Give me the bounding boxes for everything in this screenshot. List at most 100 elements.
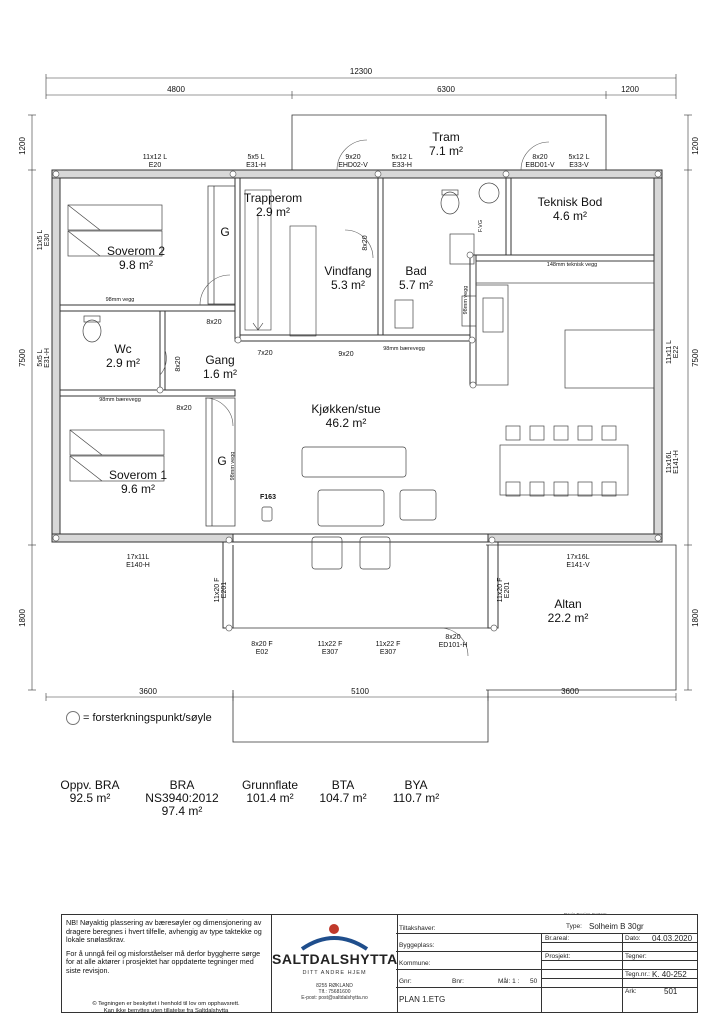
exterior-outlines <box>223 114 677 743</box>
closet-label-1: G <box>220 225 229 239</box>
prosjekt-label: Prosjekt: <box>545 953 571 960</box>
window-size-8: 5x5 L <box>37 349 44 366</box>
room-name-kjokken-stue: Kjøkken/stue <box>311 402 381 416</box>
window-code-12: E141-V <box>566 562 590 569</box>
window-size-4: 5x12 L <box>391 154 412 161</box>
wall-hatching <box>51 169 663 543</box>
dim-bottom-1: 3600 <box>139 687 157 696</box>
dato-label: Dato: <box>625 935 641 942</box>
door-label-4: 9x20 <box>338 351 353 358</box>
room-name-vindfang: Vindfang <box>324 264 371 278</box>
logo-mountain-icon <box>300 924 369 951</box>
dim-top-2: 6300 <box>437 85 455 94</box>
door-labels: 8x20 8x20 7x20 9x20 8x20 8x20 <box>175 235 369 412</box>
window-size-18: 8x20 <box>445 634 460 641</box>
area-bra: BRA NS3940:2012 97.4 m² <box>145 778 219 818</box>
room-area-kjokken-stue: 46.2 m² <box>326 416 367 430</box>
window-size-1: 11x12 L <box>143 154 167 161</box>
window-size-14: 11x20 F <box>497 578 504 603</box>
window-size-7: 11x5 L <box>37 230 44 251</box>
copyright: © Tegningen er beskyttet i henhold til l… <box>92 1001 240 1014</box>
dim-right-1: 1200 <box>691 137 700 155</box>
window-size-13: 11x20 F <box>214 578 221 603</box>
room-area-soverom-1: 9.6 m² <box>121 482 155 496</box>
post-icon <box>66 711 80 725</box>
window-code-8: E31-H <box>44 348 51 368</box>
room-name-trapperom: Trapperom <box>244 191 302 205</box>
room-name-gang: Gang <box>205 353 234 367</box>
door-label-6: 8x20 <box>176 405 191 412</box>
fireplace-label: F163 <box>260 494 276 501</box>
window-code-7: E30 <box>44 234 51 247</box>
area-bta: BTA 104.7 m² <box>319 778 367 805</box>
dim-top-1: 4800 <box>167 85 185 94</box>
window-size-16: 11x22 F <box>318 641 343 648</box>
legend: = forsterkningspunkt/søyle <box>66 711 212 725</box>
bnr-label: Bnr: <box>452 978 464 985</box>
window-code-4: E33-H <box>392 162 412 169</box>
room-area-wc: 2.9 m² <box>106 356 140 370</box>
wall-note-98mm-vert: 98mm vegg <box>463 286 469 315</box>
room-name-teknisk-bod: Teknisk Bod <box>538 195 603 209</box>
window-size-10: 11x16L <box>666 451 673 474</box>
window-code-14: E201 <box>504 582 511 598</box>
window-size-12: 17x16L <box>567 554 590 561</box>
dim-right-2: 7500 <box>691 349 700 367</box>
area-grunnflate: Grunnflate 101.4 m² <box>241 778 299 805</box>
byggeplass-label: Byggeplass: <box>399 942 435 949</box>
dimension-lines <box>28 74 692 701</box>
kommune-label: Kommune: <box>399 960 431 967</box>
room-area-trapperom: 2.9 m² <box>256 205 290 219</box>
title-notes: NB! Nøyaktig plassering av bæresøyler og… <box>66 918 266 981</box>
room-area-soverom-2: 9.8 m² <box>119 258 153 272</box>
room-name-altan: Altan <box>554 597 581 611</box>
wall-note-98mm-baerevegg: 98mm bærevegg <box>99 397 141 403</box>
window-code-9: E22 <box>673 346 680 359</box>
ark-value: 501 <box>664 987 678 996</box>
closets <box>205 185 236 527</box>
room-name-tram: Tram <box>432 130 460 144</box>
dim-total: 12300 <box>350 67 373 76</box>
window-code-17: E307 <box>380 649 396 656</box>
window-code-15: E02 <box>256 649 269 656</box>
window-labels: 11x12 L E20 5x5 L E31-H 9x20 EHD02-V 5x1… <box>37 154 680 656</box>
dim-left-2: 7500 <box>18 349 27 367</box>
tiltakshaver-label: Tiltakshaver: <box>399 925 436 932</box>
room-name-soverom-2: Soverom 2 <box>107 244 165 258</box>
area-summary: Oppv. BRA 92.5 m² BRA NS3940:2012 97.4 m… <box>50 779 470 829</box>
company-tagline: DITT ANDRE HJEM <box>302 970 367 976</box>
window-size-5: 8x20 <box>532 154 547 161</box>
doors <box>159 139 550 657</box>
post-markers <box>52 170 662 632</box>
ark-label: Ark: <box>625 988 637 995</box>
room-area-teknisk-bod: 4.6 m² <box>553 209 587 223</box>
wall-note-fvg: F.VG <box>478 220 484 232</box>
window-size-17: 11x22 F <box>376 641 401 648</box>
note-revision: For å unngå feil og misforståelser må de… <box>66 948 261 975</box>
dim-left-3: 1800 <box>18 609 27 627</box>
tegnnr-label: Tegn.nr.: <box>625 971 650 978</box>
title-block: NB! Nøyaktig plassering av bæresøyler og… <box>61 914 698 1014</box>
door-label-3: 7x20 <box>257 350 272 357</box>
window-code-16: E307 <box>322 649 338 656</box>
room-area-tram: 7.1 m² <box>429 144 463 158</box>
area-oppv-bra: Oppv. BRA 92.5 m² <box>60 778 120 805</box>
beds <box>67 204 165 482</box>
company-contact: 8255 RØKLAND Tlf.: 75681600 E-post: post… <box>301 983 368 1001</box>
room-name-bad: Bad <box>405 264 426 278</box>
scale-label: Mål: 1 : <box>498 978 520 985</box>
dim-right-3: 1800 <box>691 609 700 627</box>
scale-value: 50 <box>530 978 538 985</box>
room-name-soverom-1: Soverom 1 <box>109 468 167 482</box>
door-label-1: 8x20 <box>206 319 221 326</box>
door-label-2: 8x20 <box>362 235 369 250</box>
window-size-3: 9x20 <box>345 154 360 161</box>
window-size-15: 8x20 F <box>251 641 272 648</box>
tegner-label: Tegner: <box>625 953 647 960</box>
dato-value: 04.03.2020 <box>652 934 693 943</box>
stairs <box>244 189 317 337</box>
window-code-6: E33-V <box>569 162 589 169</box>
note-structural: NB! Nøyaktig plassering av bæresøyler og… <box>66 918 262 945</box>
room-area-altan: 22.2 m² <box>548 611 589 625</box>
